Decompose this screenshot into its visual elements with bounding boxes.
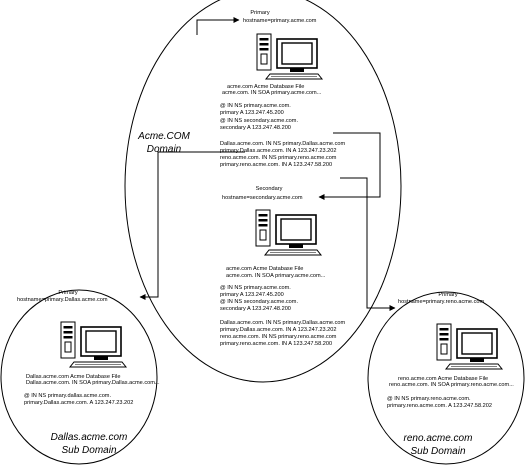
dallas-domain-ellipse xyxy=(0,289,158,465)
server-computer-icon xyxy=(256,33,323,80)
top-primary-server: Primary hostname=primary.acme.com acme.c… xyxy=(220,10,346,168)
record-line: secondary A 123.247.48.200 xyxy=(220,306,291,312)
record-line: @ IN NS secondary.acme.com. xyxy=(220,299,298,305)
reno-primary-server: Primary hostname=primary.reno.acme.com r… xyxy=(387,292,514,409)
primary-to-secondary-connector-2 xyxy=(318,132,381,200)
record-line: Dallas.acme.com. IN SOA primary.Dallas.a… xyxy=(26,380,160,386)
domain-type: Domain xyxy=(147,144,182,155)
record-line: acme.com. IN SOA primary.acme.com... xyxy=(222,90,322,96)
server-hostname: hostname=secondary.acme.com xyxy=(222,195,303,201)
domain-name: Acme.COM xyxy=(137,131,190,142)
domain-name: reno.acme.com xyxy=(404,433,473,444)
server-role: Primary xyxy=(250,10,269,16)
record-line: reno.acme.com. IN SOA primary.reno.acme.… xyxy=(389,382,514,388)
middle-secondary-server: Secondary hostname=secondary.acme.com ac… xyxy=(220,186,346,347)
domain-type: Sub Domain xyxy=(410,446,465,457)
record-line: Dallas.acme.com. IN NS primary.Dallas.ac… xyxy=(220,320,346,326)
zone-file-title: reno.acme.com Acme Database File xyxy=(398,376,488,382)
record-line: primary.reno.acme.com. IN A 123.247.58.2… xyxy=(220,341,332,347)
record-line: primary.Dallas.acme.com. IN A 123.247.23… xyxy=(220,148,337,154)
zone-file-title: Dallas.acme.com Acme Database File xyxy=(26,374,121,380)
server-hostname: hostname=primary.Dallas.acme.com xyxy=(17,297,108,303)
acme-to-dallas-delegation xyxy=(139,151,245,300)
primary-to-secondary-connector xyxy=(196,17,240,35)
record-line: @ IN NS primary.acme.com. xyxy=(220,285,291,291)
acme-to-reno-delegation xyxy=(340,177,396,311)
reno-domain-ellipse xyxy=(367,291,525,465)
record-line: primary.reno.acme.com. A 123.247.58.202 xyxy=(387,403,492,409)
record-line: secondary A 123.247.48.200 xyxy=(220,125,291,131)
server-hostname: hostname=primary.reno.acme.com xyxy=(398,299,485,305)
record-line: primary A 123.247.45.200 xyxy=(220,110,284,116)
record-line: Dallas.acme.com. IN NS primary.Dallas.ac… xyxy=(220,141,346,147)
server-hostname: hostname=primary.acme.com xyxy=(243,18,317,24)
record-line: primary A 123.247.45.200 xyxy=(220,292,284,298)
server-role: Secondary xyxy=(256,186,283,192)
record-line: primary.Dallas.acme.com. IN A 123.247.23… xyxy=(220,327,337,333)
record-line: acme.com. IN SOA primary.acme.com... xyxy=(226,273,326,279)
server-role: Primary xyxy=(58,290,77,296)
server-computer-icon xyxy=(60,321,127,368)
zone-file-title: acme.com Acme Database File xyxy=(226,266,303,272)
record-line: @ IN NS primary.dallas.acme.com. xyxy=(24,393,111,399)
dallas-domain-label: Dallas.acme.com Sub Domain xyxy=(51,432,128,456)
record-line: @ IN NS secondary.acme.com. xyxy=(220,118,298,124)
record-line: primary.Dallas.acme.com. A 123.247.23.20… xyxy=(24,400,133,406)
server-role: Primary xyxy=(438,292,457,298)
domain-name: Dallas.acme.com xyxy=(51,432,128,443)
domain-type: Sub Domain xyxy=(61,445,116,456)
dallas-primary-server: Primary hostname=primary.Dallas.acme.com… xyxy=(17,290,160,406)
record-line: reno.acme.com. IN NS primary.reno.acme.c… xyxy=(220,155,337,161)
server-computer-icon xyxy=(255,209,322,256)
record-line: @ IN NS primary.acme.com. xyxy=(220,103,291,109)
record-line: reno.acme.com. IN NS primary.reno.acme.c… xyxy=(220,334,337,340)
server-computer-icon xyxy=(436,323,503,370)
zone-file-title: acme.com Acme Database File xyxy=(227,84,304,90)
acme-domain-label: Acme.COM Domain xyxy=(137,131,190,155)
record-line: primary.reno.acme.com. IN A 123.247.58.2… xyxy=(220,162,332,168)
acme-domain-ellipse xyxy=(124,0,402,383)
reno-domain-label: reno.acme.com Sub Domain xyxy=(404,433,473,457)
record-line: @ IN NS primary.reno.acme.com. xyxy=(387,396,471,402)
